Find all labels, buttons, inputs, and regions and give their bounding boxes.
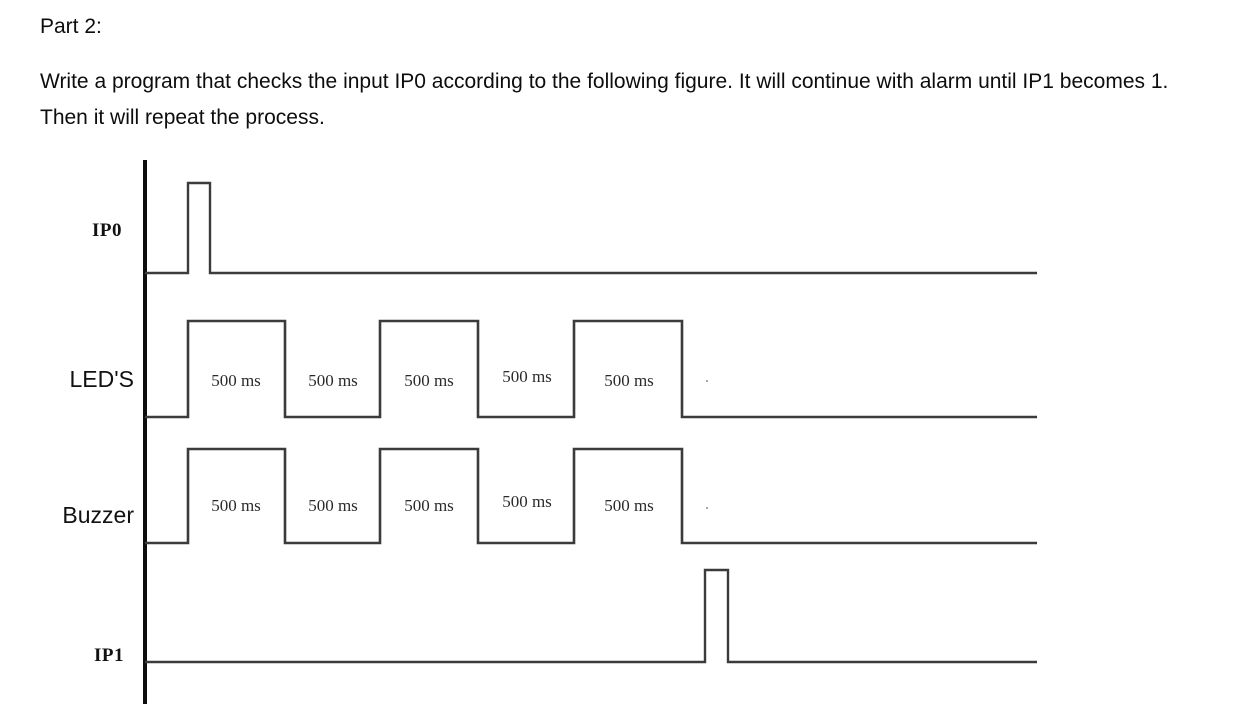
- duration-label: 500 ms: [308, 496, 358, 515]
- waveform-path-ip1: [145, 568, 1037, 664]
- duration-label: 500 ms: [211, 371, 261, 390]
- duration-label: 500 ms: [308, 371, 358, 390]
- duration-label: 500 ms: [502, 492, 552, 511]
- waveform-path-ip0: [145, 181, 1037, 275]
- signal-label-buzzer: Buzzer: [62, 502, 134, 528]
- stray-dot-mark: [706, 507, 708, 509]
- stray-dot-mark: [706, 380, 708, 382]
- timing-diagram-figure: IP0 LED'S 500 ms 500 ms 500 ms 500 ms 50…: [0, 150, 1237, 712]
- signal-trace-ip1: IP1: [94, 568, 1037, 666]
- signal-label-ip0: IP0: [92, 220, 122, 241]
- signal-trace-leds: LED'S 500 ms 500 ms 500 ms 500 ms 500 ms: [70, 319, 1037, 419]
- signal-label-ip1: IP1: [94, 645, 124, 666]
- duration-label: 500 ms: [211, 496, 261, 515]
- waveform-path-leds: [145, 319, 1037, 419]
- signal-trace-ip0: IP0: [92, 181, 1037, 275]
- duration-label: 500 ms: [604, 496, 654, 515]
- timing-diagram-svg: IP0 LED'S 500 ms 500 ms 500 ms 500 ms 50…: [62, 160, 1037, 704]
- question-text-block: Part 2: Write a program that checks the …: [40, 12, 1200, 136]
- duration-label: 500 ms: [502, 367, 552, 386]
- part-title: Part 2:: [40, 15, 102, 38]
- signal-label-leds: LED'S: [70, 366, 134, 392]
- duration-label: 500 ms: [404, 371, 454, 390]
- duration-label: 500 ms: [404, 496, 454, 515]
- waveform-path-buzzer: [145, 447, 1037, 545]
- duration-label: 500 ms: [604, 371, 654, 390]
- question-body: Write a program that checks the input IP…: [40, 70, 1169, 129]
- signal-trace-buzzer: Buzzer 500 ms 500 ms 500 ms 500 ms 500 m…: [62, 447, 1037, 545]
